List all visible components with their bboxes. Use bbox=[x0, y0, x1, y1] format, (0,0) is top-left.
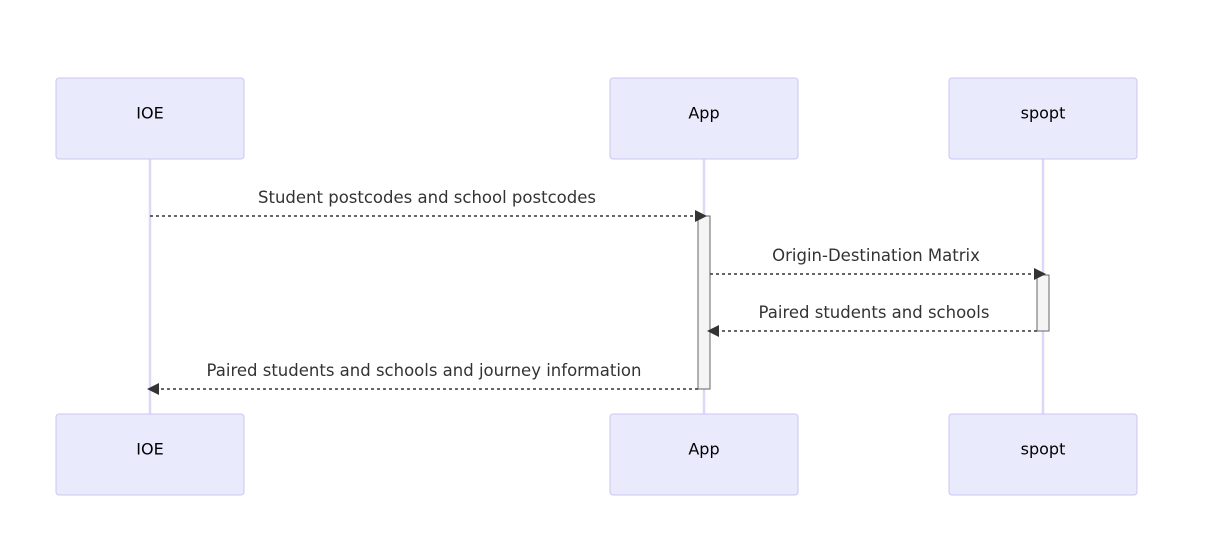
actor-top-spopt: spopt bbox=[948, 77, 1138, 160]
actor-label: App bbox=[688, 440, 719, 459]
actor-label: spopt bbox=[1021, 104, 1066, 123]
activation-spopt bbox=[1036, 274, 1050, 332]
message-label: Origin-Destination Matrix bbox=[772, 246, 980, 265]
actor-label: App bbox=[688, 104, 719, 123]
actor-label: IOE bbox=[136, 440, 163, 459]
message-3: Paired students and schools bbox=[707, 303, 1037, 337]
message-label: Paired students and schools and journey … bbox=[207, 361, 642, 380]
message-2: Origin-Destination Matrix bbox=[710, 246, 1046, 280]
actor-top-app: App bbox=[609, 77, 799, 160]
actor-bottom-spopt: spopt bbox=[948, 413, 1138, 496]
actor-bottom-app: App bbox=[609, 413, 799, 496]
actor-label: IOE bbox=[136, 104, 163, 123]
actor-label: spopt bbox=[1021, 440, 1066, 459]
message-label: Paired students and schools bbox=[759, 303, 990, 322]
actor-top-ioe: IOE bbox=[55, 77, 245, 160]
activation-app bbox=[697, 215, 711, 390]
actor-bottom-ioe: IOE bbox=[55, 413, 245, 496]
message-4: Paired students and schools and journey … bbox=[147, 361, 698, 395]
message-label: Student postcodes and school postcodes bbox=[258, 188, 596, 207]
message-1: Student postcodes and school postcodes bbox=[150, 188, 707, 222]
